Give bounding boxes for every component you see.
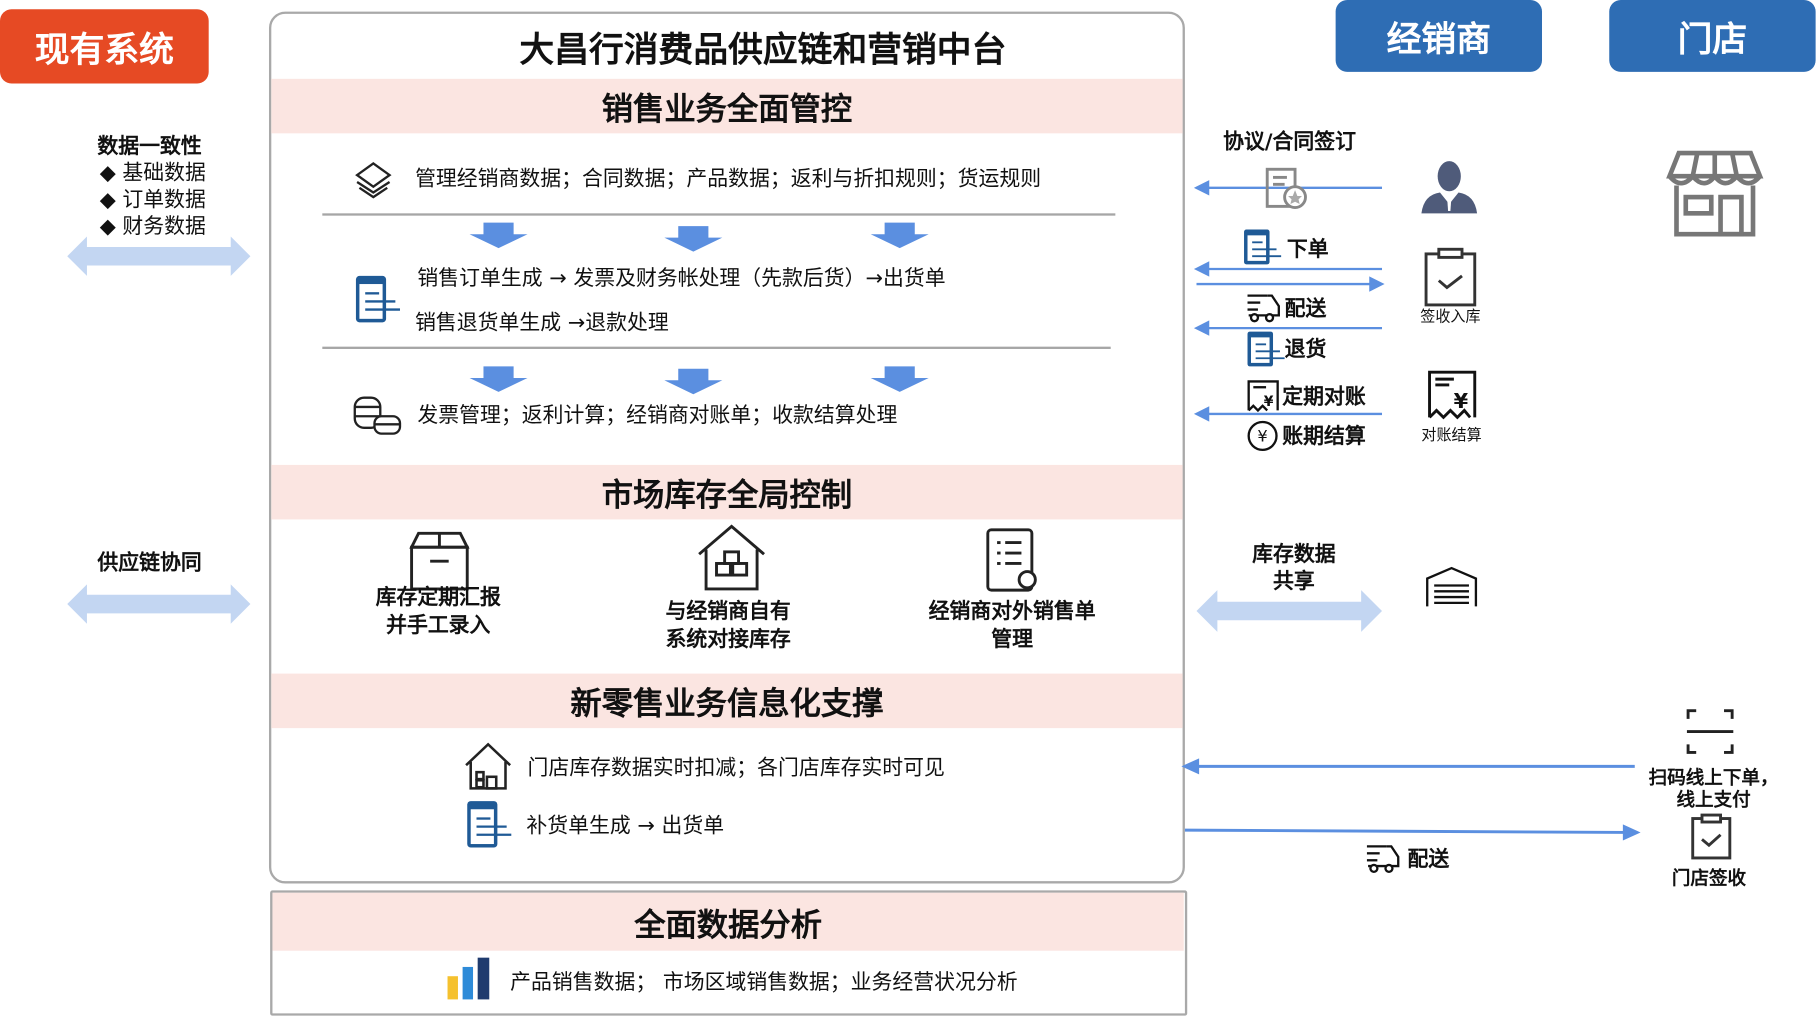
order-list-icon	[1244, 229, 1282, 265]
replenish-row: 补货单生成 → 出货单	[526, 813, 725, 839]
svg-text:¥: ¥	[1257, 427, 1267, 446]
contract-label: 协议/合同签订	[1223, 129, 1357, 155]
retail-stock-row: 门店库存数据实时扣减；各门店库存实时可见	[527, 755, 945, 781]
inventory-item-integration: 与经销商自有系统对接库存	[665, 598, 790, 654]
label-line: 扫码线上下单，	[1648, 766, 1779, 789]
consistency-title: 数据一致性	[97, 134, 202, 159]
statement-icon: ¥	[1247, 380, 1279, 413]
scan-order-label: 扫码线上下单，线上支付	[1649, 766, 1779, 810]
down-arrow-icon	[870, 222, 929, 249]
sales-return-flow: 销售退货单生成 →退款处理	[415, 310, 669, 336]
bar-chart-icon	[447, 957, 490, 1000]
replenish-list-icon	[467, 801, 512, 848]
store-receive-label: 门店签收	[1671, 867, 1747, 890]
label-line: 共享	[1273, 569, 1315, 594]
label-line: 管理	[991, 627, 1034, 652]
receipt-yen-icon: ¥	[1428, 370, 1477, 420]
existing-system-badge: 现有系统	[0, 9, 209, 84]
dealer-badge: 经销商	[1335, 0, 1543, 72]
finance-row: 发票管理；返利计算；经销商对账单；收款结算处理	[417, 403, 898, 428]
receive-label: 签收入库	[1420, 308, 1481, 327]
sales-row-master-data: 管理经销商数据；合同数据；产品数据；返利与折扣规则；货运规则	[415, 166, 1042, 192]
arrow-right-icon	[1369, 276, 1385, 292]
return-list-icon	[1247, 331, 1285, 367]
order-label: 下单	[1286, 237, 1329, 263]
platform-box	[268, 11, 1185, 884]
down-arrow-icon	[664, 226, 723, 252]
item-label: 财务数据	[122, 214, 206, 239]
divider	[322, 346, 1111, 349]
return-label: 退货	[1284, 337, 1327, 362]
contract-icon	[1265, 167, 1307, 209]
inventory-heading: 市场库存全局控制	[271, 464, 1183, 520]
bullet-icon: ◆	[99, 187, 116, 213]
down-arrow-icon	[664, 368, 723, 395]
arrow-left-icon	[1193, 261, 1210, 277]
retail-heading: 新零售业务信息化支撑	[271, 673, 1183, 729]
order-list-icon	[355, 275, 400, 323]
coins-icon	[353, 396, 402, 435]
label-line: 库存数据	[1252, 542, 1336, 567]
inventory-item-sales-orders: 经销商对外销售单管理	[929, 598, 1096, 654]
double-arrow-icon	[1196, 590, 1383, 632]
arrow-left-icon	[1193, 406, 1210, 422]
yen-circle-icon: ¥	[1247, 420, 1278, 452]
scan-icon	[1686, 709, 1734, 754]
dealer-person-icon	[1421, 161, 1478, 214]
arrow-right-icon	[1622, 824, 1641, 841]
label-line: 系统对接库存	[665, 627, 791, 652]
store-badge: 门店	[1609, 0, 1816, 72]
analysis-row: 产品销售数据； 市场区域销售数据；业务经营状况分析	[510, 970, 1018, 995]
down-arrows	[469, 222, 929, 252]
clipboard-check-icon	[1691, 813, 1732, 860]
label-line: 库存定期汇报	[375, 585, 501, 610]
consistency-item: ◆ 订单数据	[100, 183, 206, 213]
store-icon	[1666, 150, 1764, 237]
bullet-icon: ◆	[99, 161, 116, 186]
down-arrow-icon	[469, 222, 528, 249]
delivery-truck-icon	[1366, 845, 1400, 874]
svg-text:¥: ¥	[1264, 394, 1274, 410]
store-arrows	[1181, 758, 1641, 841]
consistency-item: ◆ 财务数据	[100, 210, 206, 240]
inventory-share-label: 库存数据共享	[1252, 541, 1335, 594]
inventory-item-manual: 库存定期汇报并手工录入	[376, 584, 501, 640]
delivery-truck-icon	[1247, 294, 1280, 323]
warehouse-icon	[1426, 566, 1478, 607]
item-label: 订单数据	[122, 187, 206, 213]
double-arrow-icon	[67, 236, 251, 276]
sales-heading: 销售业务全面管控	[271, 78, 1183, 134]
arrow-left-icon	[1193, 320, 1210, 336]
svg-text:¥: ¥	[1454, 389, 1469, 413]
analysis-heading: 全面数据分析	[272, 892, 1184, 951]
platform-title: 大昌行消费品供应链和营销中台	[519, 30, 1007, 71]
item-label: 基础数据	[122, 161, 206, 186]
consistency-item: ◆ 基础数据	[100, 157, 206, 187]
down-arrow-icon	[469, 366, 528, 392]
store-delivery-label: 配送	[1407, 847, 1450, 872]
delivery-label: 配送	[1284, 296, 1327, 322]
recon-settle-label: 对账结算	[1421, 427, 1482, 445]
layers-icon	[355, 162, 392, 199]
store-house-icon	[465, 742, 512, 790]
divider	[322, 213, 1116, 216]
down-arrows	[469, 366, 929, 395]
sales-order-flow: 销售订单生成 → 发票及财务帐处理（先款后货）→出货单	[417, 266, 946, 292]
label-line: 并手工录入	[386, 613, 491, 638]
double-arrow-icon	[67, 584, 251, 624]
warehouse-network-icon	[698, 524, 765, 591]
box-icon	[409, 531, 470, 591]
settle-label: 账期结算	[1282, 424, 1366, 449]
supply-chain-label: 供应链协同	[97, 550, 202, 576]
label-line: 与经销商自有	[665, 599, 791, 624]
label-line: 经销商对外销售单	[928, 599, 1096, 624]
down-arrow-icon	[870, 366, 929, 392]
clipboard-check-icon	[1424, 247, 1477, 307]
sales-document-search-icon	[986, 528, 1037, 592]
arrow-left-icon	[1193, 180, 1210, 196]
arrow-left-icon	[1181, 758, 1200, 775]
bullet-icon: ◆	[99, 214, 116, 239]
label-line: 线上支付	[1676, 788, 1751, 811]
reconcile-label: 定期对账	[1282, 384, 1366, 410]
